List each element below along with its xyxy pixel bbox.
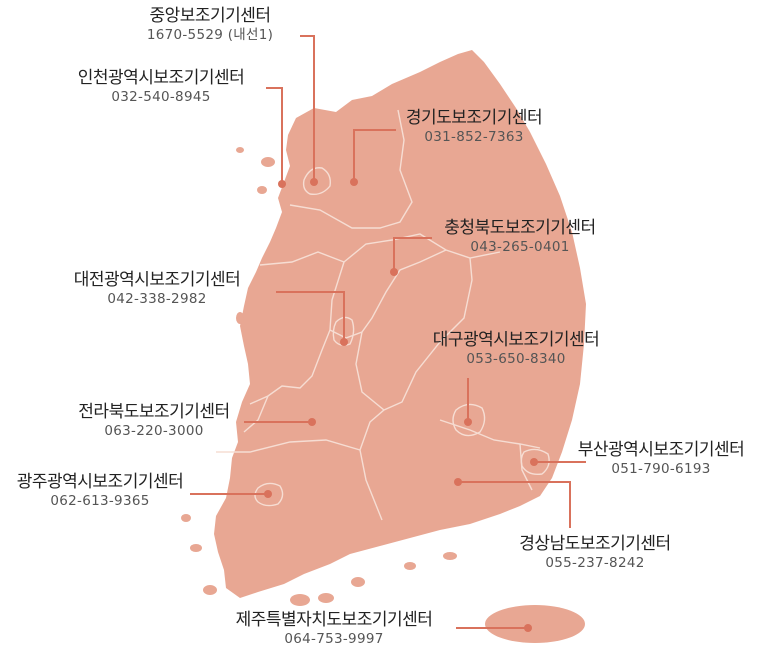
west-island-1 bbox=[261, 157, 275, 167]
s-island-4 bbox=[404, 562, 416, 570]
dot-chungbuk bbox=[390, 268, 398, 276]
label-incheon: 인천광역시보조기기센터 032-540-8945 bbox=[60, 68, 262, 107]
dot-jeju bbox=[524, 624, 532, 632]
label-gyeongnam: 경상남도보조기기센터 055-237-8242 bbox=[500, 534, 690, 573]
label-jeju: 제주특별자치도보조기기센터 064-753-9997 bbox=[216, 610, 452, 649]
dot-gyeongnam bbox=[454, 478, 462, 486]
center-name: 광주광역시보조기기센터 bbox=[16, 472, 184, 492]
province-borders bbox=[216, 109, 541, 521]
center-phone: 053-650-8340 bbox=[466, 351, 566, 367]
dot-incheon bbox=[278, 180, 286, 188]
leader-chungbuk bbox=[393, 237, 432, 272]
s-island-1 bbox=[290, 594, 310, 606]
city-outlines bbox=[254, 167, 550, 507]
center-phone: 043-265-0401 bbox=[470, 239, 570, 255]
dot-daegu bbox=[464, 418, 472, 426]
sw-island-1 bbox=[181, 514, 191, 522]
s-island-5 bbox=[443, 552, 457, 560]
dot-gyeonggi bbox=[350, 178, 358, 186]
leader-central bbox=[300, 35, 315, 182]
leader-daejeon bbox=[276, 291, 345, 342]
korea-mainland bbox=[214, 50, 586, 598]
center-name: 전라북도보조기기센터 bbox=[78, 402, 230, 422]
label-gyeonggi: 경기도보조기기센터 031-852-7363 bbox=[388, 108, 560, 147]
label-daegu: 대구광역시보조기기센터 053-650-8340 bbox=[410, 330, 622, 369]
daegu-outline bbox=[452, 403, 486, 437]
sw-island-2 bbox=[190, 544, 202, 552]
label-busan: 부산광역시보조기기센터 051-790-6193 bbox=[558, 440, 764, 479]
jeju-island bbox=[485, 605, 585, 643]
center-phone: 051-790-6193 bbox=[611, 461, 711, 477]
dot-central bbox=[310, 178, 318, 186]
s-island-3 bbox=[351, 577, 365, 587]
center-phone: 055-237-8242 bbox=[545, 555, 645, 571]
sw-island-3 bbox=[203, 585, 217, 595]
label-gwangju: 광주광역시보조기기센터 062-613-9365 bbox=[0, 472, 200, 511]
dot-daejeon bbox=[340, 338, 348, 346]
s-island-2 bbox=[318, 593, 334, 603]
dot-jeonbuk bbox=[308, 418, 316, 426]
center-name: 경상남도보조기기센터 bbox=[519, 534, 671, 554]
label-central: 중앙보조기기센터 1670-5529 (내선1) bbox=[120, 6, 300, 45]
west-island-4 bbox=[236, 312, 244, 324]
seoul-outline bbox=[302, 167, 332, 196]
center-name: 인천광역시보조기기센터 bbox=[77, 68, 245, 88]
center-phone: 031-852-7363 bbox=[424, 129, 524, 145]
center-phone: 042-338-2982 bbox=[107, 291, 207, 307]
label-jeonbuk: 전라북도보조기기센터 063-220-3000 bbox=[56, 402, 252, 441]
west-island-2 bbox=[257, 186, 267, 194]
gwangju-outline bbox=[254, 482, 284, 507]
label-daejeon: 대전광역시보조기기센터 042-338-2982 bbox=[50, 270, 264, 309]
label-chungbuk: 충청북도보조기기센터 043-265-0401 bbox=[422, 218, 618, 257]
dot-gwangju bbox=[264, 490, 272, 498]
center-dots bbox=[264, 178, 538, 632]
leader-gyeonggi bbox=[353, 129, 396, 182]
center-phone: 063-220-3000 bbox=[104, 423, 204, 439]
center-name: 제주특별자치도보조기기센터 bbox=[235, 610, 433, 630]
center-phone: 1670-5529 (내선1) bbox=[146, 27, 274, 43]
center-phone: 064-753-9997 bbox=[284, 631, 384, 647]
leader-incheon bbox=[266, 87, 283, 184]
dot-busan bbox=[530, 458, 538, 466]
center-name: 대구광역시보조기기센터 bbox=[432, 330, 600, 350]
center-phone: 032-540-8945 bbox=[111, 89, 211, 105]
center-name: 부산광역시보조기기센터 bbox=[577, 440, 745, 460]
leader-lines bbox=[190, 35, 586, 629]
center-name: 충청북도보조기기센터 bbox=[444, 218, 596, 238]
center-name: 중앙보조기기센터 bbox=[149, 6, 271, 26]
center-name: 경기도보조기기센터 bbox=[405, 108, 543, 128]
west-island-3 bbox=[236, 147, 244, 153]
busan-outline bbox=[520, 448, 550, 476]
daejeon-outline bbox=[332, 316, 355, 347]
center-name: 대전광역시보조기기센터 bbox=[73, 270, 241, 290]
leader-gyeongnam bbox=[458, 481, 571, 528]
center-phone: 062-613-9365 bbox=[50, 493, 150, 509]
